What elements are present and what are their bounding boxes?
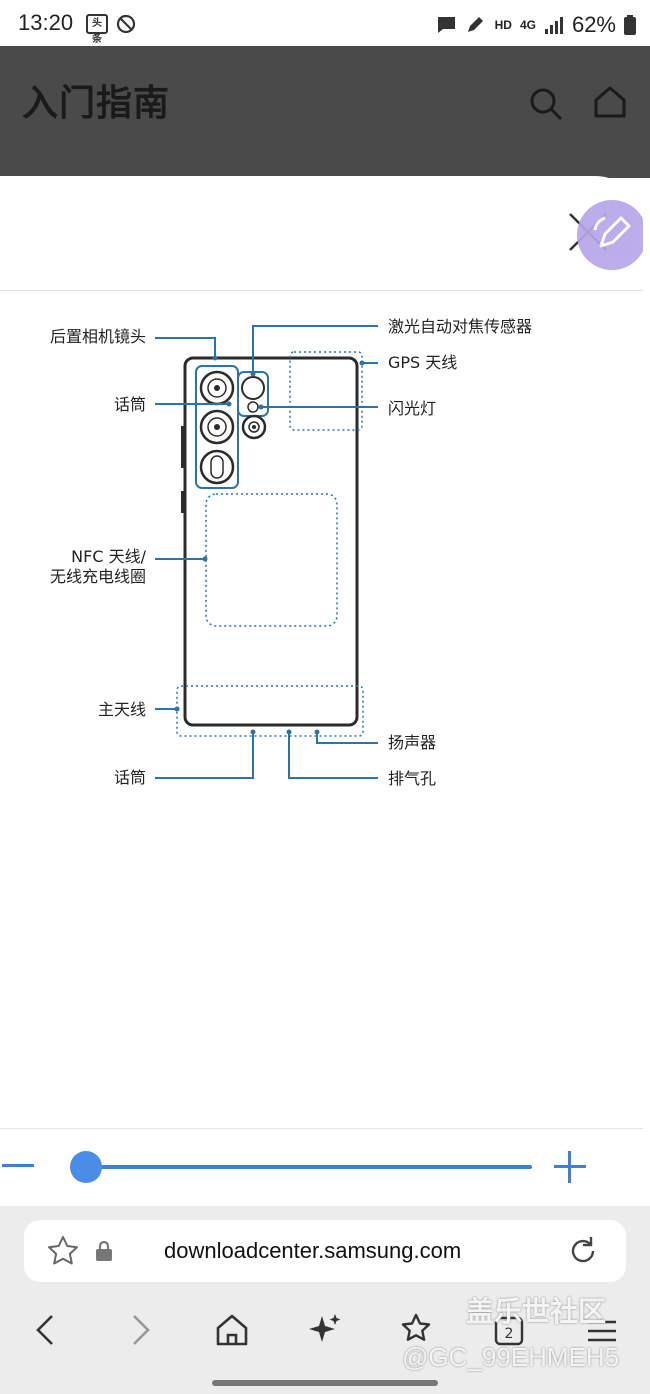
label-laser-af: 激光自动对焦传感器	[388, 317, 532, 336]
browser-bottom-bar: downloadcenter.samsung.com 2	[0, 1206, 650, 1394]
bookmarks-icon[interactable]	[396, 1310, 436, 1350]
label-vent: 排气孔	[388, 769, 436, 788]
hd-indicator: HD	[494, 18, 512, 32]
gps-antenna-area	[289, 351, 363, 431]
page-header: 入门指南	[0, 46, 650, 178]
pen-fab-button[interactable]	[577, 200, 643, 270]
home-icon[interactable]	[212, 1310, 252, 1350]
toutiao-badge-icon: 头条	[86, 14, 108, 45]
label-mic-top: 话筒	[114, 395, 146, 414]
side-button-upper	[181, 426, 185, 468]
camera-module	[195, 365, 239, 489]
battery-icon	[624, 15, 636, 35]
flash	[247, 401, 259, 413]
url-bar[interactable]: downloadcenter.samsung.com	[24, 1220, 626, 1282]
tabs-icon[interactable]: 2	[490, 1310, 530, 1350]
bookmark-star-icon[interactable]	[46, 1234, 80, 1268]
status-right: HD 4G 62%	[435, 12, 636, 38]
label-mic-bottom: 话筒	[114, 768, 146, 787]
battery-percent: 62%	[571, 12, 616, 37]
home-indicator[interactable]	[212, 1380, 438, 1386]
menu-icon[interactable]	[582, 1310, 622, 1350]
forward-icon[interactable]	[120, 1310, 160, 1350]
home-icon[interactable]	[592, 84, 628, 120]
watermark-handle: @GC_99EHMEH5	[402, 1342, 620, 1372]
4g-indicator: 4G	[519, 18, 536, 32]
zoom-slider-thumb[interactable]	[69, 1151, 102, 1183]
url-text[interactable]: downloadcenter.samsung.com	[164, 1238, 462, 1263]
label-main-antenna: 主天线	[98, 700, 146, 719]
pen-icon	[467, 17, 483, 32]
reload-icon[interactable]	[566, 1234, 600, 1268]
laser-af-sensor	[241, 376, 265, 400]
label-flash: 闪光灯	[388, 399, 436, 418]
back-icon[interactable]	[26, 1310, 66, 1350]
watermark-text: 盖乐世社区	[466, 1295, 607, 1328]
pen-icon	[593, 216, 631, 248]
label-speaker: 扬声器	[388, 733, 436, 752]
zoom-slider-track[interactable]	[72, 1165, 532, 1169]
label-gps: GPS 天线	[388, 353, 457, 372]
zoom-in-icon[interactable]	[554, 1151, 586, 1183]
label-nfc-line2: 无线充电线圈	[50, 567, 146, 586]
browser-nav-row: 2	[0, 1310, 650, 1350]
phone-body	[183, 356, 359, 727]
zoom-out-icon[interactable]	[2, 1164, 34, 1167]
lock-icon	[96, 1240, 112, 1261]
camera-lens-3	[199, 449, 235, 485]
image-viewer-modal: 后置相机镜头 话筒 NFC 天线/ 无线充电线圈 主天线 话筒 激光自动对焦传感…	[0, 176, 643, 1206]
message-icon	[436, 17, 455, 33]
status-time: 13:20	[18, 10, 74, 35]
tab-count: 2	[505, 1326, 514, 1342]
modal-bottom-divider	[0, 1128, 643, 1129]
signal-icon	[544, 17, 563, 34]
search-icon[interactable]	[528, 86, 564, 122]
label-rear-camera: 后置相机镜头	[50, 327, 146, 346]
phone-rear-diagram: 后置相机镜头 话筒 NFC 天线/ 无线充电线圈 主天线 话筒 激光自动对焦传感…	[50, 317, 532, 788]
status-bar: 13:20 头条 HD 4G 62%	[0, 0, 650, 46]
modal-top-divider	[0, 290, 643, 291]
sparkle-icon[interactable]	[304, 1310, 344, 1350]
blocked-icon	[116, 14, 136, 34]
status-left-icons: 头条	[86, 14, 136, 45]
side-button-lower	[181, 491, 185, 513]
page-title: 入门指南	[22, 83, 171, 124]
label-nfc-line1: NFC 天线/	[71, 547, 146, 566]
main-antenna-area	[176, 685, 364, 737]
